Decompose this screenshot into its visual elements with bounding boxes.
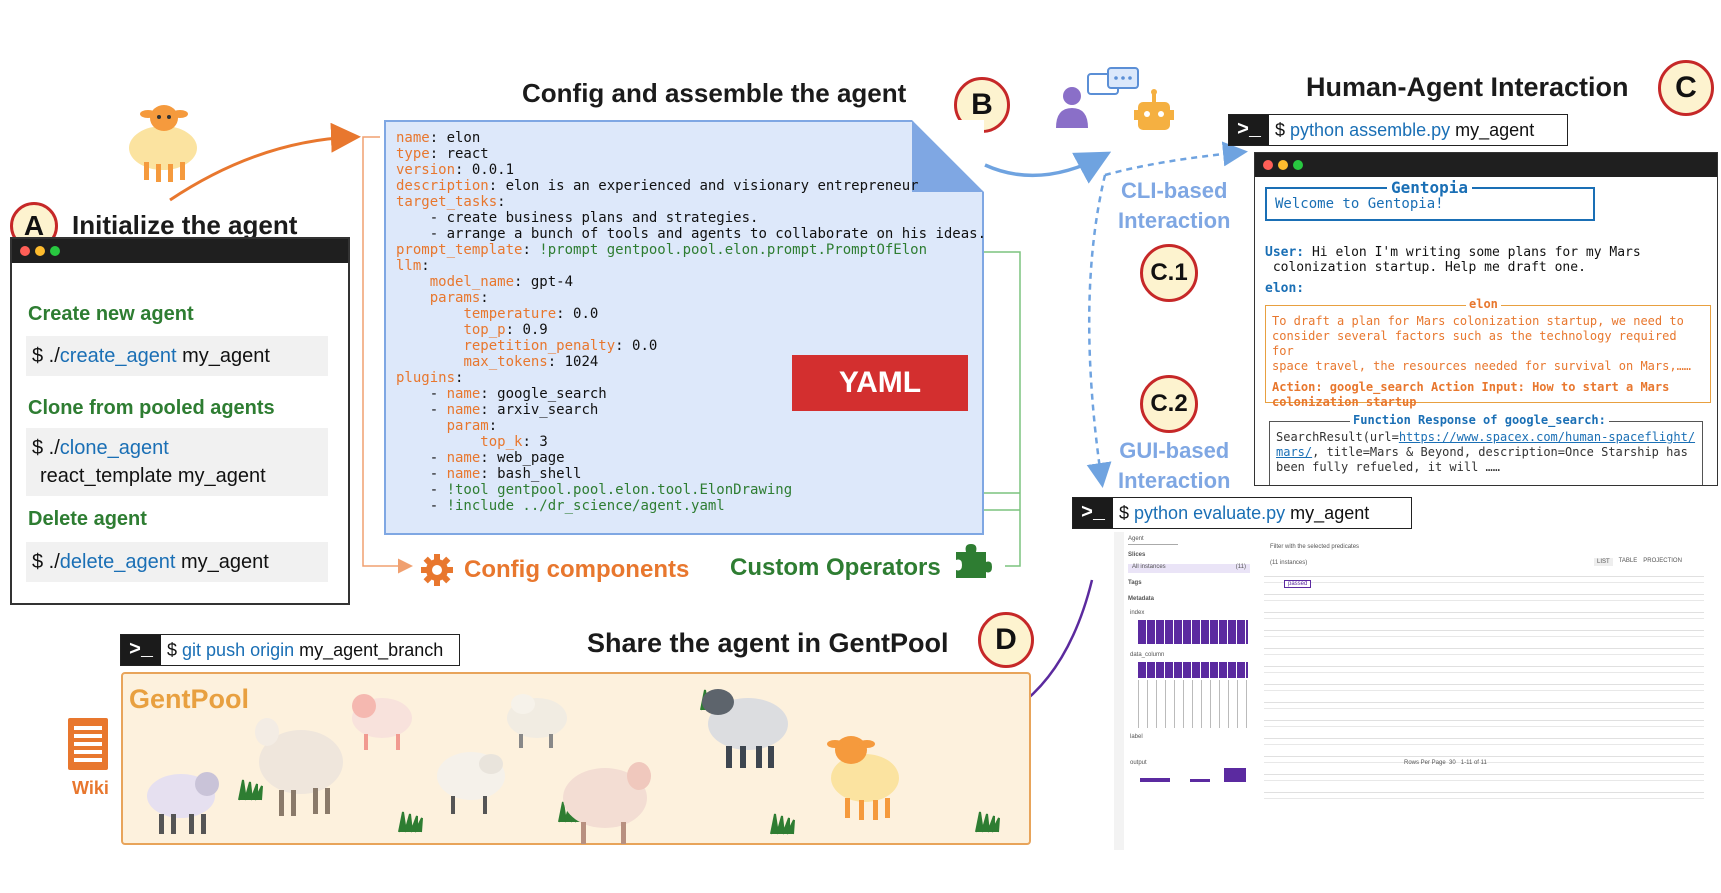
yaml-code: name: elon type: react version: 0.0.1 de… [396, 130, 987, 514]
init-sheep [118, 100, 208, 190]
init-to-config-arrow [169, 122, 361, 202]
gentopia-banner: Gentopia Welcome to Gentopia! [1265, 178, 1595, 221]
close-dot-icon [20, 246, 30, 256]
gui-instances-count: (11 instances) [1270, 560, 1308, 566]
sheep-pink-small [352, 694, 412, 750]
delete-agent-title: Delete agent [28, 508, 147, 530]
create-agent-command: $ ./create_agent my_agent [26, 336, 328, 376]
user-message: User: Hi elon I'm writing some plans for… [1265, 245, 1641, 275]
minimize-dot-icon [1278, 160, 1288, 170]
gui-label-label: label [1130, 734, 1143, 740]
minimize-dot-icon [35, 246, 45, 256]
terminal-prompt-icon: >_ [1229, 115, 1269, 145]
gui-slices-label: Slices [1128, 552, 1146, 558]
delete-agent-command: $ ./delete_agent my_agent [26, 542, 328, 582]
assemble-command: >_ $ python assemble.py my_agent [1228, 114, 1568, 146]
config-to-cli-arrow [984, 151, 1112, 184]
wiki-icon [66, 716, 114, 779]
gui-output-label: output [1130, 760, 1147, 766]
gui-rows-per-page: Rows Per Page 30 1-11 of 11 [1404, 760, 1487, 766]
sheep-orange [827, 736, 899, 820]
gui-icon-rail [1114, 532, 1124, 850]
elon-response-box: elon To draft a plan for Mars colonizati… [1265, 297, 1711, 409]
yaml-config-document: name: elon type: react version: 0.0.1 de… [384, 120, 987, 535]
sheep-cream-small [507, 694, 567, 748]
gui-agent-select[interactable]: Agent [1128, 536, 1178, 545]
close-dot-icon [1263, 160, 1273, 170]
maximize-dot-icon [50, 246, 60, 256]
gui-metadata-label: Metadata [1128, 596, 1155, 602]
config-components-bracket [362, 136, 413, 574]
create-agent-script: create_agent [59, 345, 177, 367]
git-push-command: >_ $ git push origin my_agent_branch [120, 634, 460, 666]
badge-c1: C.1 [1140, 244, 1198, 302]
sheep-gray [702, 689, 788, 768]
gui-index-label: index [1130, 610, 1145, 616]
badge-c2: C.2 [1140, 375, 1198, 433]
gui-data-column-ticks [1138, 680, 1248, 728]
config-components-label: Config components [464, 556, 690, 583]
sheep-lavender [147, 772, 219, 834]
gui-evaluation-screenshot: Agent Filter with the selected predicate… [1114, 532, 1718, 850]
sheep-pool [147, 689, 1000, 844]
sheep-fluffy-white [437, 752, 505, 814]
evaluate-command: >_ $ python evaluate.py my_agent [1072, 497, 1412, 529]
gentopia-title: Gentopia [1387, 178, 1473, 197]
elon-label: elon: [1265, 281, 1305, 296]
function-response-title: Function Response of google_search: [1350, 413, 1609, 428]
gui-index-histogram [1138, 620, 1248, 644]
gui-dashed-arrow [1086, 174, 1112, 488]
gui-all-instances[interactable]: All instances(11) [1128, 564, 1250, 573]
gui-view-tabs: LIST TABLE PROJECTION [1594, 558, 1682, 566]
puzzle-piece-icon [956, 544, 992, 578]
wiki-label: Wiki [72, 778, 109, 798]
maximize-dot-icon [1293, 160, 1303, 170]
gui-tags-label: Tags [1128, 580, 1142, 586]
badge-c: C [1658, 60, 1714, 116]
gui-data-column-histogram [1138, 662, 1248, 678]
cli-dashed-arrow [1104, 141, 1248, 177]
custom-operators-label: Custom Operators [730, 554, 941, 581]
create-agent-title: Create new agent [28, 303, 194, 325]
welcome-text: Welcome to Gentopia! [1275, 196, 1444, 212]
yaml-label: YAML [792, 355, 968, 411]
elon-box-title: elon [1466, 297, 1501, 312]
function-response-box: Function Response of google_search: Sear… [1269, 413, 1703, 485]
gui-tab-table[interactable]: TABLE [1618, 558, 1638, 564]
panel-d-title: Share the agent in GentPool [587, 628, 949, 658]
badge-d: D [978, 612, 1034, 668]
folded-corner-icon [912, 120, 984, 192]
gui-passed-tag: passed [1284, 580, 1312, 588]
terminal-prompt-icon: >_ [121, 635, 161, 665]
delete-agent-script: delete_agent [59, 551, 176, 573]
cli-window: Gentopia Welcome to Gentopia! User: Hi e… [1254, 152, 1718, 486]
chat-users-icon [1056, 67, 1174, 130]
gui-filter-hint: Filter with the selected predicates [1270, 544, 1360, 550]
gui-output-bar-2 [1190, 779, 1210, 782]
panel-b-title: Config and assemble the agent [522, 78, 907, 108]
sheep-pink-large [563, 762, 651, 844]
gui-output-bar-3 [1224, 768, 1246, 782]
panel-c-title: Human-Agent Interaction [1306, 72, 1629, 102]
clone-agent-title: Clone from pooled agents [28, 397, 275, 419]
window-titlebar [1255, 153, 1717, 177]
gentpool-label: GentPool [129, 684, 249, 714]
panel-a-title: Initialize the agent [72, 210, 298, 240]
clone-agent-script: clone_agent [59, 437, 169, 459]
sheep-white-large [255, 718, 343, 816]
terminal-prompt-icon: >_ [1073, 498, 1113, 528]
gear-icon [421, 554, 453, 586]
gui-tab-projection[interactable]: PROJECTION [1643, 558, 1682, 564]
spacex-link[interactable]: https://www.spacex.com/human-spaceflight… [1398, 430, 1696, 444]
gui-data-column-label: data_column [1130, 652, 1165, 658]
panel-a-window: Create new agent $ ./create_agent my_age… [10, 237, 350, 605]
gui-output-bar-1 [1140, 778, 1170, 782]
gui-instance-list [1264, 570, 1704, 806]
window-titlebar [12, 239, 348, 263]
gui-tab-list[interactable]: LIST [1594, 558, 1613, 566]
